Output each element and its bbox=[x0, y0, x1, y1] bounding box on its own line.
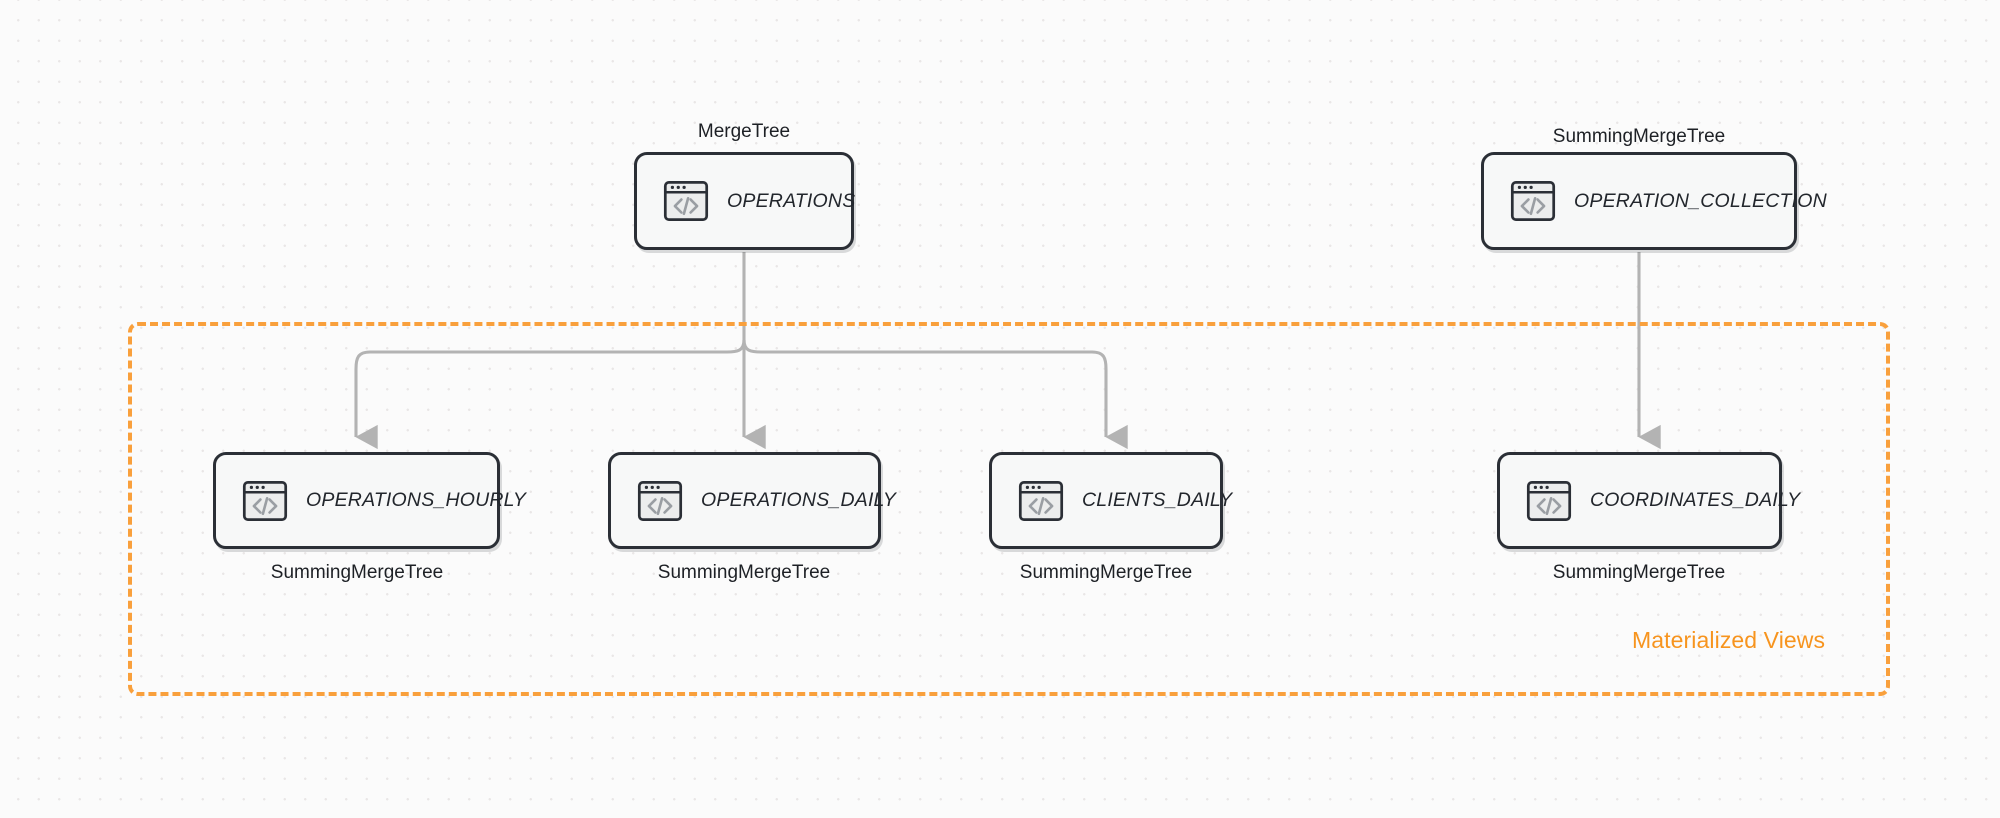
code-window-icon bbox=[1510, 178, 1556, 224]
code-window-icon bbox=[637, 478, 683, 524]
node-clients-daily[interactable]: CLIENTS_DAILY bbox=[989, 452, 1232, 549]
engine-label-operations-daily: SummingMergeTree bbox=[657, 562, 831, 583]
node-label-coordinates-daily: COORDINATES_DAILY bbox=[1590, 489, 1801, 511]
engine-label-clients-daily: SummingMergeTree bbox=[1019, 562, 1193, 583]
node-operations[interactable]: OPERATIONS bbox=[634, 152, 856, 250]
node-coordinates-daily[interactable]: COORDINATES_DAILY bbox=[1497, 452, 1800, 549]
node-label-operations-hourly: OPERATIONS_HOURLY bbox=[306, 489, 527, 511]
materialized-views-group-label: Materialized Views bbox=[1632, 627, 1826, 653]
node-label-clients-daily: CLIENTS_DAILY bbox=[1082, 489, 1233, 511]
node-operations-daily[interactable]: OPERATIONS_DAILY bbox=[608, 452, 896, 549]
code-window-icon bbox=[663, 178, 709, 224]
node-label-operation-collection: OPERATION_COLLECTION bbox=[1574, 189, 1827, 212]
engine-label-coordinates-daily: SummingMergeTree bbox=[1552, 562, 1726, 583]
code-window-icon bbox=[1018, 478, 1064, 524]
code-window-icon bbox=[242, 478, 288, 524]
node-operation-collection[interactable]: OPERATION_COLLECTION bbox=[1481, 152, 1827, 250]
node-label-operations: OPERATIONS bbox=[727, 189, 856, 212]
engine-label-operations-hourly: SummingMergeTree bbox=[270, 562, 444, 583]
engine-label-operation-collection: SummingMergeTree bbox=[1552, 126, 1726, 147]
engine-label-operations: MergeTree bbox=[697, 121, 791, 142]
node-label-operations-daily: OPERATIONS_DAILY bbox=[701, 489, 897, 511]
code-window-icon bbox=[1526, 478, 1572, 524]
node-operations-hourly[interactable]: OPERATIONS_HOURLY bbox=[213, 452, 526, 549]
materialized-views-group bbox=[128, 322, 1890, 696]
